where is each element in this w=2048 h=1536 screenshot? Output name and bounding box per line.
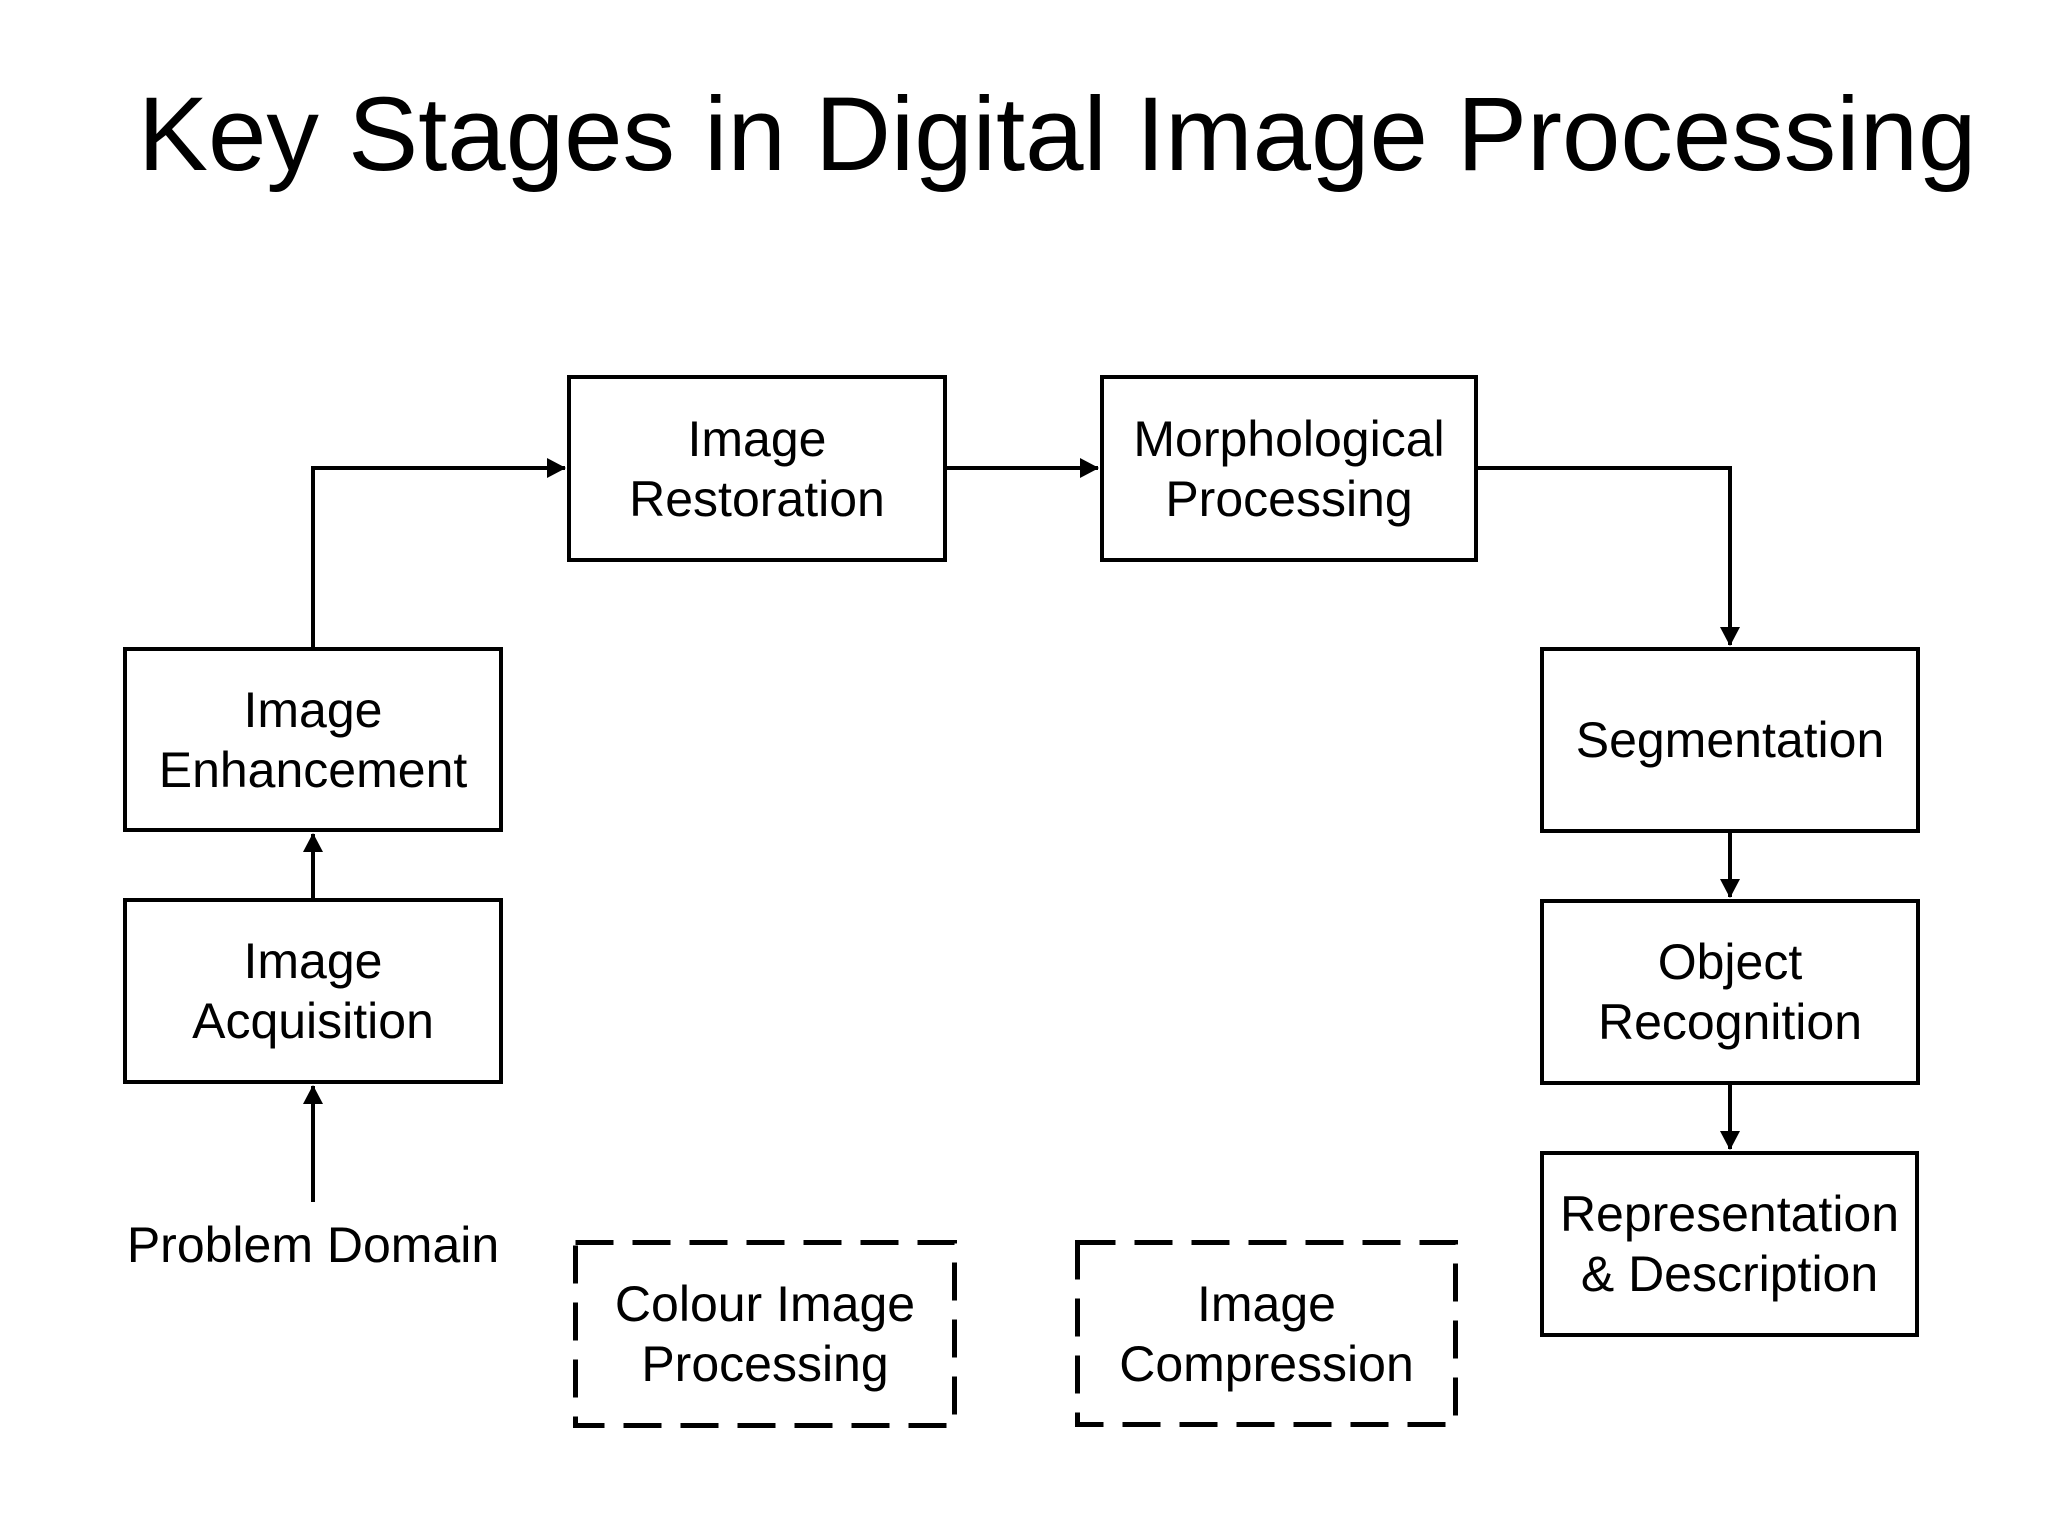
- label-problem-domain: Problem Domain: [126, 1217, 500, 1273]
- node-label-line: Image: [687, 410, 827, 467]
- node-label: Image Restoration: [629, 409, 885, 529]
- node-label-line: Recognition: [1597, 994, 1863, 1050]
- node-label: Image Acquisition: [192, 931, 434, 1051]
- node-segmentation: Segmentation: [1540, 647, 1920, 833]
- arrow-morphological-processing-to-segmentation: [1478, 466, 1740, 646]
- node-label-line: Representation: [1559, 1186, 1900, 1242]
- node-representation-description: Representation & Description: [1540, 1151, 1919, 1337]
- dashed-border: [1075, 1240, 1458, 1427]
- node-label-line: Processing: [1165, 470, 1413, 527]
- node-label-line: Segmentation: [1575, 712, 1885, 768]
- node-label: Colour Image Processing: [615, 1274, 915, 1394]
- node-image-restoration: Image Restoration: [567, 375, 947, 562]
- node-label-line: & Description: [1580, 1246, 1879, 1302]
- node-label-line: Image: [243, 933, 383, 989]
- node-label-line: Processing: [641, 1336, 889, 1392]
- node-label: Image Enhancement: [159, 680, 468, 800]
- node-label-line: Colour Image: [614, 1276, 916, 1332]
- node-label-line: Morphological: [1133, 410, 1445, 467]
- node-morphological-processing: Morphological Processing: [1100, 375, 1478, 562]
- node-label: Segmentation: [1576, 710, 1885, 770]
- node-label-line: Image: [1197, 1275, 1336, 1332]
- node-image-acquisition: Image Acquisition: [123, 898, 503, 1084]
- node-colour-image-processing: Colour Image Processing: [573, 1240, 957, 1428]
- node-label: Image Compression: [1119, 1274, 1414, 1394]
- node-label-line: Acquisition: [192, 993, 434, 1049]
- node-label-line: Compression: [1119, 1335, 1414, 1392]
- node-label-line: Restoration: [629, 470, 885, 527]
- node-image-enhancement: Image Enhancement: [123, 647, 503, 832]
- node-label: Morphological Processing: [1133, 409, 1444, 529]
- node-label-line: Object: [1657, 934, 1803, 990]
- node-object-recognition: Object Recognition: [1540, 899, 1920, 1085]
- node-image-compression: Image Compression: [1075, 1240, 1458, 1427]
- node-label-line: Image: [243, 681, 383, 738]
- node-label: Object Recognition: [1598, 932, 1862, 1052]
- arrow-image-enhancement-to-image-restoration: [311, 458, 566, 647]
- page-title: Key Stages in Digital Image Processing: [138, 76, 1977, 193]
- node-label-line: Enhancement: [158, 741, 468, 798]
- node-label: Representation & Description: [1560, 1184, 1899, 1304]
- dashed-border: [573, 1240, 957, 1428]
